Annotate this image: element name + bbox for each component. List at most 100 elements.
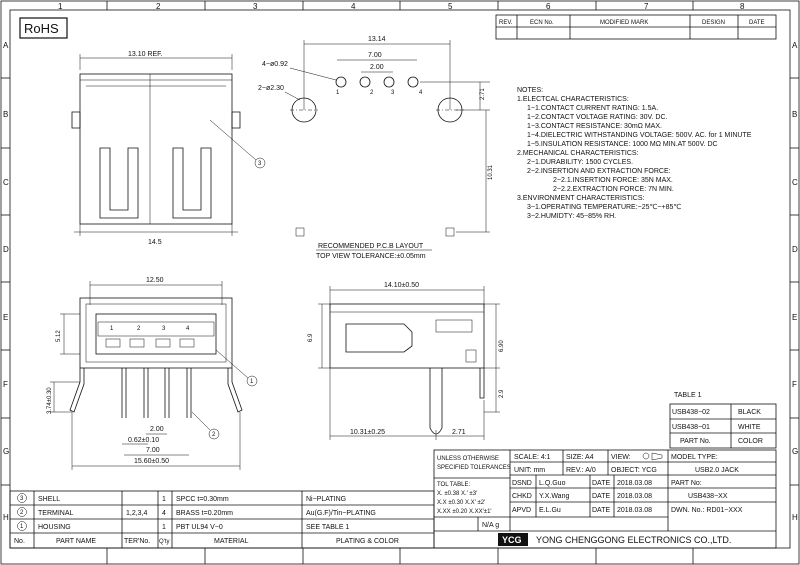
- pcb-pin-1: 1: [336, 90, 340, 96]
- pcb-dim-total: 13.14: [368, 36, 386, 43]
- company-name: YONG CHENGGONG ELECTRONICS CO.,LTD.: [536, 535, 731, 545]
- bom-no: 2: [20, 510, 24, 516]
- svg-text:C: C: [792, 178, 798, 187]
- view-label: VIEW:: [611, 454, 631, 461]
- side-dim-1410: 14.10±0.50: [384, 282, 419, 289]
- side-view: 14.10±0.50 6.9 6.90 2.9 10.31±0.25 2.71: [308, 282, 505, 440]
- bom-no: 1: [20, 524, 24, 530]
- table1-cell: COLOR: [738, 438, 763, 445]
- side-dim-271: 2.71: [452, 429, 466, 436]
- bom-part: SHELL: [38, 496, 60, 503]
- svg-text:B: B: [792, 110, 797, 119]
- row-f: F: [3, 380, 8, 389]
- side-dim-29: 2.9: [499, 389, 505, 398]
- part-no-value: USB438−XX: [688, 493, 728, 500]
- rohs-label: RoHS: [24, 21, 59, 36]
- bom-header: PLATING & COLOR: [336, 538, 399, 545]
- table1-title: TABLE 1: [674, 392, 702, 399]
- table1-cell: USB438−02: [672, 409, 710, 416]
- dsnd-name: L.Q.Guo: [539, 480, 566, 487]
- pcb-pin-3: 3: [391, 90, 395, 96]
- svg-text:E: E: [792, 313, 797, 322]
- date-label: DATE: [592, 493, 610, 500]
- bom-plating: SEE TABLE 1: [306, 524, 349, 531]
- rev-label: REV.: A/0: [566, 467, 596, 474]
- note-line: 1−3.CONTACT RESISTANCE: 30mΩ MAX.: [527, 123, 662, 130]
- col-1: 1: [58, 2, 63, 11]
- side-dim-1031: 10.31±0.25: [350, 429, 385, 436]
- pcb-pin-2: 2: [370, 90, 374, 96]
- pcb-pin-4: 4: [419, 90, 423, 96]
- row-markers: A B C D E F G H A B C D E F G H: [1, 41, 799, 522]
- note-line: 1−4.DIELECTRIC WITHSTANDING VOLTAGE: 500…: [527, 132, 752, 139]
- tol-row: X.XX ±0.20 X.XX′±1′: [437, 509, 492, 515]
- front-dim-1560: 15.60±0.50: [134, 458, 169, 465]
- apvd-name: E.L.Gu: [539, 507, 561, 514]
- bom-header: PART NAME: [56, 538, 96, 545]
- side-dim-69: 6.9: [308, 333, 314, 342]
- bom-plating: Au(G.F)/Tin−PLATING: [306, 510, 376, 517]
- rohs-badge: [19, 17, 68, 39]
- svg-text:F: F: [792, 380, 797, 389]
- front-dim-512: 5.12: [56, 330, 62, 342]
- column-markers: 1 2 3 4 5 6 7 8: [58, 1, 745, 564]
- col-3: 3: [253, 2, 258, 11]
- company-logo: [498, 533, 528, 546]
- dsnd-label: DSND: [512, 480, 532, 487]
- bom-plating: Ni−PLATING: [306, 496, 346, 503]
- note-line: 1−2.CONTACT VOLTAGE RATING: 30V. DC.: [527, 114, 668, 121]
- bom-table: 3 2 1 SHELL TERMINAL HOUSING 1,2,3,4 1 4…: [9, 490, 435, 549]
- note-line: 2−2.1.INSERTION FORCE: 35N MAX.: [553, 177, 673, 184]
- top-view: 13.10 REF. 14.5 3: [71, 51, 266, 246]
- note-line: 3−2.HUMIDTY: 45−85% RH.: [527, 213, 616, 220]
- front-dim-1250: 12.50: [146, 277, 164, 284]
- bom-header: No.: [14, 538, 25, 545]
- design-header: DESIGN: [702, 20, 725, 26]
- bom-material: PBT UL94 V−0: [176, 524, 223, 531]
- bom-header: TER'No.: [124, 538, 150, 545]
- row-g: G: [3, 447, 9, 456]
- bom-header: Q'ty: [159, 539, 169, 545]
- note-line: 1−1.CONTACT CURRENT RATING: 1.5A.: [527, 105, 658, 112]
- table1-cell: USB438−01: [672, 424, 710, 431]
- pcb-holes-small: 4−ø0.92: [262, 61, 288, 68]
- dwn-no: DWN. No.: RD01−XXX: [671, 507, 743, 514]
- pcb-dim-2: 2.00: [370, 64, 384, 71]
- note-line: 3.ENVIRONMENT CHARACTERISTICS:: [517, 195, 644, 202]
- mark-header: MODIFIED MARK: [600, 20, 648, 26]
- chkd-name: Y.X.Wang: [539, 493, 569, 500]
- model-type-label: MODEL TYPE:: [671, 454, 718, 461]
- bom-header: MATERIAL: [214, 538, 249, 545]
- col-6: 6: [546, 2, 551, 11]
- row-d: D: [3, 245, 9, 254]
- top-bottom-width: 14.5: [148, 239, 162, 246]
- unless-label: UNLESS OTHERWISE: [437, 456, 499, 462]
- table1-cell: WHITE: [738, 424, 761, 431]
- callout-1: 1: [250, 379, 254, 385]
- unit-label: UNIT: mm: [514, 467, 545, 474]
- col-5: 5: [448, 2, 453, 11]
- date-value: 2018.03.08: [617, 480, 652, 487]
- scale-label: SCALE: 4:1: [514, 454, 551, 461]
- object-label: OBJECT: YCG: [611, 467, 657, 474]
- apvd-label: APVD: [512, 507, 531, 514]
- table1-cell: PART No.: [680, 438, 711, 445]
- chkd-label: CHKD: [512, 493, 532, 500]
- front-dim-062: 0.62±0.10: [128, 437, 159, 444]
- front-pin-3: 3: [162, 326, 166, 332]
- front-dim-7: 7.00: [146, 447, 160, 454]
- size-label: SIZE: A4: [566, 454, 594, 461]
- note-line: 2−2.2.EXTRACTION FORCE: 7N MIN.: [553, 186, 674, 193]
- note-line: 1.ELECTCAL CHARACTERISTICS:: [517, 96, 629, 103]
- revision-table: REV. ECN No. MODIFIED MARK DESIGN DATE: [495, 14, 777, 40]
- table-1: TABLE 1 USB438−02 BLACK USB438−01 WHITE …: [669, 392, 777, 449]
- side-dim-690: 6.90: [499, 340, 505, 352]
- tol-row: X. ±0.38 X.′ ±3′: [437, 491, 478, 497]
- table1-cell: BLACK: [738, 409, 761, 416]
- inner-border: [9, 9, 791, 549]
- projection-icon: [642, 452, 650, 460]
- bom-material: SPCC t=0.30mm: [176, 496, 229, 503]
- tol-row: X.X ±0.30 X.X′ ±2′: [437, 500, 486, 506]
- callout-2: 2: [212, 432, 216, 438]
- note-line: 2−2.INSERTION AND EXTRACTION FORCE:: [527, 168, 671, 175]
